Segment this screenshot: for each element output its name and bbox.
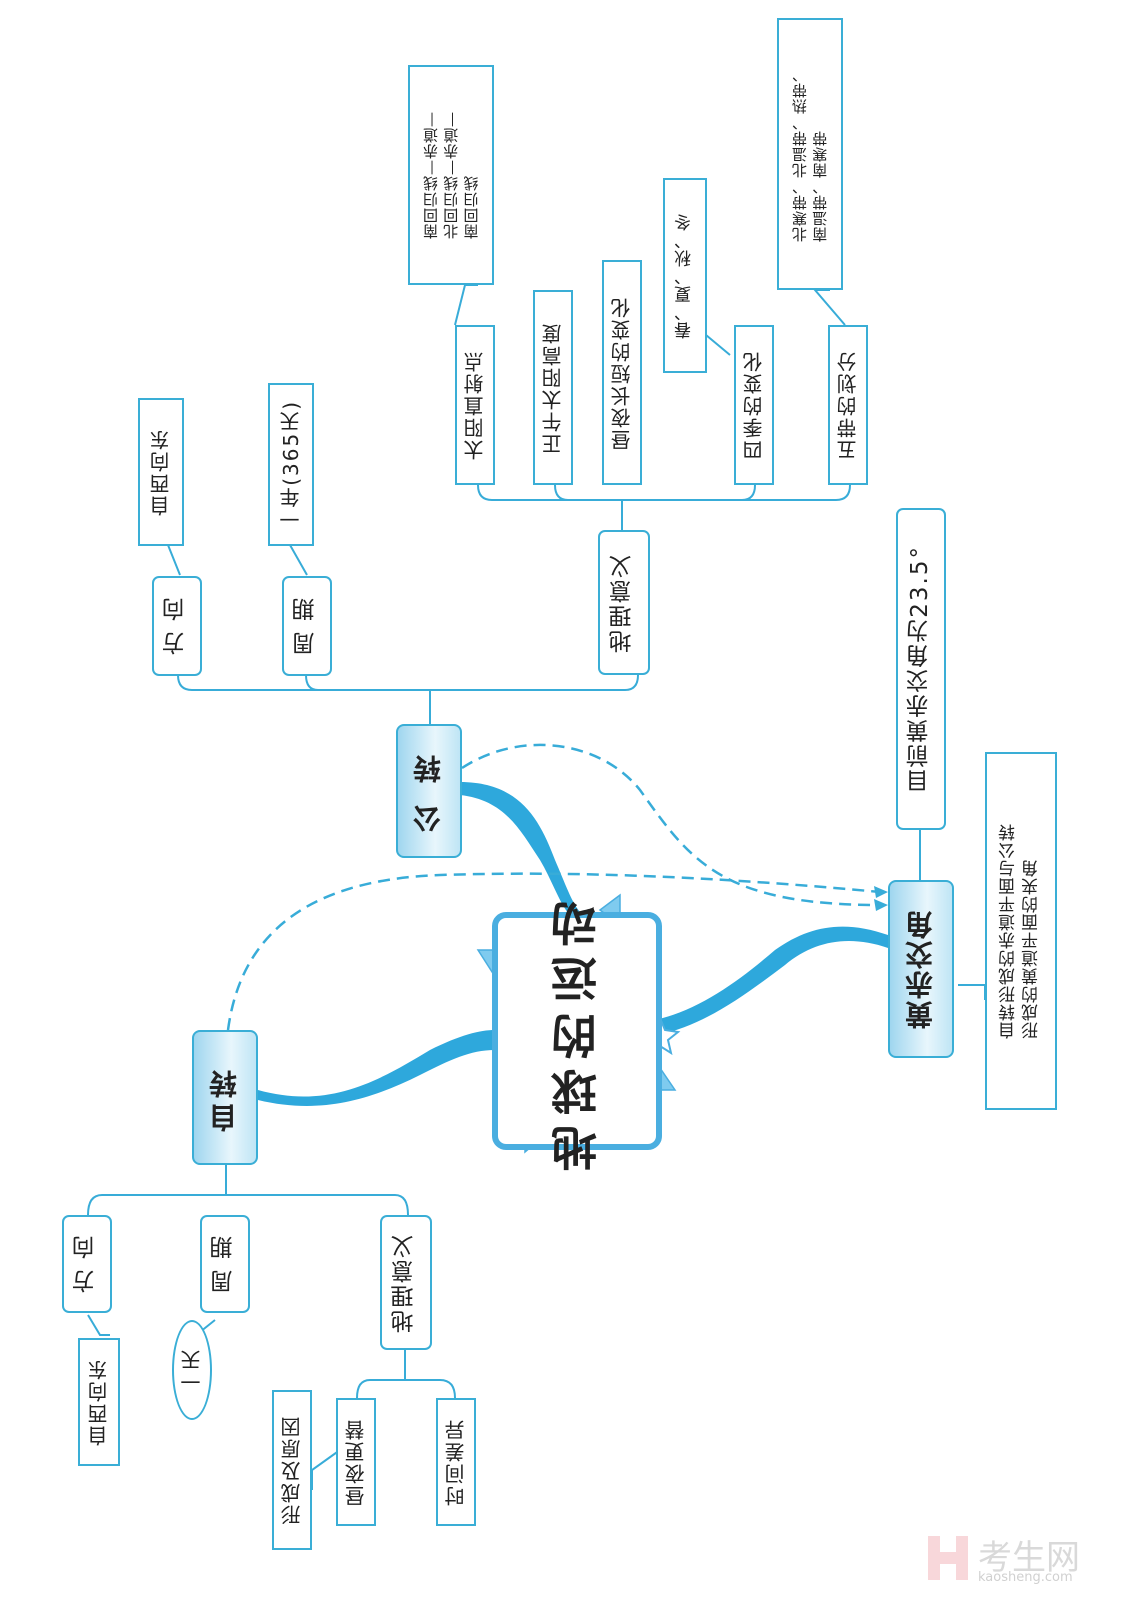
connector-rev-sig-2 bbox=[554, 484, 569, 501]
rev-significance[interactable]: 地理意义 bbox=[598, 530, 650, 675]
rot-period-label: 周 期 bbox=[211, 1234, 238, 1294]
arrow-head-1 bbox=[874, 886, 888, 898]
rev-sig-item-label: 太阳直射点 bbox=[462, 350, 487, 460]
rev-sig-item-note: 南回归线—赤道— 北回归线—赤道— 南回归线 bbox=[408, 65, 494, 285]
rev-sig-item-label: 四季的变化 bbox=[741, 350, 766, 460]
watermark-url: kaosheng.com bbox=[978, 1570, 1073, 1585]
obliquity-definition: 自转形成的赤道平面与公转 形成的黄道平面的夹角 bbox=[985, 752, 1057, 1110]
branch-revolution bbox=[460, 782, 585, 915]
connector-rot-sig-bar bbox=[356, 1379, 456, 1399]
central-node: 地球的运动 bbox=[492, 891, 662, 1171]
rev-sig-item-note-text: 春、夏、秋、冬 bbox=[674, 212, 695, 339]
rev-direction[interactable]: 方 向 bbox=[152, 576, 202, 676]
connector-rev-period bbox=[305, 674, 319, 691]
node-revolution[interactable]: 公 转 bbox=[396, 724, 462, 858]
branch-rotation bbox=[258, 1030, 495, 1106]
rev-period-note-text: 一年(365天) bbox=[278, 399, 303, 530]
obliquity-value-text: 目前黄赤交角为23.5° bbox=[907, 545, 934, 793]
rev-period-note: 一年(365天) bbox=[268, 383, 314, 546]
rev-direction-note: 自西向东 bbox=[138, 398, 184, 546]
rot-sig-item[interactable]: 昼夜更替 bbox=[336, 1398, 376, 1526]
node-obliquity-label: 黄赤交角 bbox=[904, 909, 938, 1029]
branch-obliquity bbox=[655, 926, 888, 1035]
rev-sig-item-note: 春、夏、秋、冬 bbox=[663, 178, 707, 373]
node-rotation-label: 自转 bbox=[208, 1063, 242, 1132]
rev-sig-item[interactable]: 太阳直射点 bbox=[455, 325, 495, 485]
rev-sig-item[interactable]: 昼夜长短的变化 bbox=[602, 260, 642, 485]
rev-sig-item-label: 昼夜长短的变化 bbox=[609, 295, 634, 450]
watermark: 考生网 kaosheng.com bbox=[928, 1528, 1108, 1588]
obliquity-definition-text: 自转形成的赤道平面与公转 形成的黄道平面的夹角 bbox=[999, 823, 1042, 1039]
rev-period[interactable]: 周 期 bbox=[282, 576, 332, 676]
rev-direction-label: 方 向 bbox=[163, 596, 190, 656]
rot-sig-item-note: 形成及原因 bbox=[272, 1390, 312, 1550]
central-title: 地球的运动 bbox=[549, 891, 604, 1171]
rev-sig-item-label: 五带的划分 bbox=[835, 350, 860, 460]
watermark-logo-icon bbox=[928, 1536, 968, 1580]
dashed-link-rotation-obliquity bbox=[226, 872, 881, 1031]
rev-sig-item[interactable]: 正午太阳高度 bbox=[533, 290, 573, 485]
rev-sig-item-note: 北寒带、北温带、热带、 南温带、南寒带 bbox=[777, 18, 843, 290]
rot-significance-label: 地理意义 bbox=[392, 1232, 419, 1333]
rot-sig-item-note-text: 形成及原因 bbox=[279, 1415, 304, 1525]
rev-sig-item[interactable]: 五带的划分 bbox=[828, 325, 868, 485]
rot-sig-item-label: 昼夜更替 bbox=[343, 1418, 368, 1506]
arrow-head-2 bbox=[874, 899, 888, 911]
rot-sig-item-label: 时间差异 bbox=[443, 1418, 468, 1506]
connector-rev-sig-4 bbox=[741, 484, 756, 501]
rot-period-note: 一天 bbox=[172, 1320, 212, 1420]
rot-sig-item[interactable]: 时间差异 bbox=[436, 1398, 476, 1526]
watermark-name: 考生网 bbox=[978, 1538, 1080, 1578]
node-obliquity[interactable]: 黄赤交角 bbox=[888, 880, 954, 1058]
connector-rev-sig-bar bbox=[477, 484, 851, 501]
rev-sig-item-note-text: 北寒带、北温带、热带、 南温带、南寒带 bbox=[790, 66, 829, 242]
rev-sig-item-note-text: 南回归线—赤道— 北回归线—赤道— 南回归线 bbox=[421, 111, 481, 239]
rot-direction-note-text: 自西向东 bbox=[86, 1358, 111, 1446]
rot-period[interactable]: 周 期 bbox=[200, 1215, 250, 1313]
rev-significance-label: 地理意义 bbox=[610, 552, 637, 653]
rot-period-note-text: 一天 bbox=[179, 1348, 204, 1392]
rev-sig-item-label: 正午太阳高度 bbox=[540, 321, 565, 454]
rev-sig-item[interactable]: 四季的变化 bbox=[734, 325, 774, 485]
obliquity-value[interactable]: 目前黄赤交角为23.5° bbox=[896, 508, 946, 830]
connector-revolution-bar bbox=[177, 674, 639, 691]
rot-significance[interactable]: 地理意义 bbox=[380, 1215, 432, 1350]
node-rotation[interactable]: 自转 bbox=[192, 1030, 258, 1165]
dashed-link-revolution-obliquity bbox=[461, 743, 881, 907]
rev-direction-note-text: 自西向东 bbox=[148, 428, 173, 516]
connector-rotation-bar bbox=[87, 1194, 409, 1216]
rev-period-label: 周 期 bbox=[293, 596, 320, 656]
rot-direction-note: 自西向东 bbox=[78, 1338, 120, 1466]
node-revolution-label: 公 转 bbox=[412, 749, 446, 833]
rot-direction-label: 方 向 bbox=[73, 1234, 100, 1294]
rot-direction[interactable]: 方 向 bbox=[62, 1215, 112, 1313]
